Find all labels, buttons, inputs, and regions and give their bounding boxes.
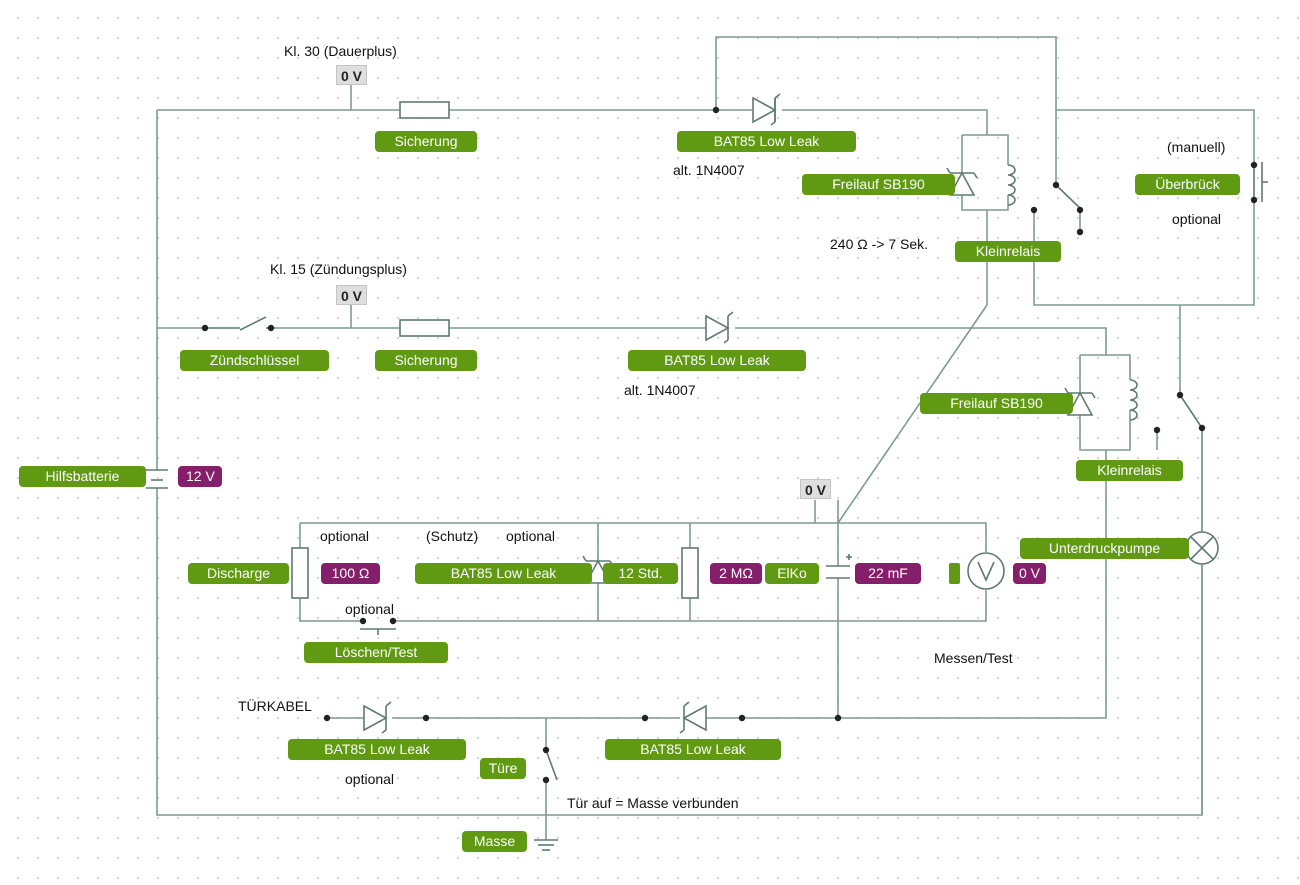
voltmeter-label[interactable]	[949, 563, 960, 584]
elko-label[interactable]: ElKo	[765, 563, 819, 584]
ground-label[interactable]: Masse	[462, 831, 527, 852]
discharge-label[interactable]: Discharge	[188, 563, 289, 584]
door-switch-label[interactable]: Türe	[480, 758, 526, 779]
relay-time-text: 240 Ω -> 7 Sek.	[830, 236, 929, 252]
pump-lamp-icon	[1185, 531, 1219, 565]
ground-icon	[534, 839, 558, 851]
ignition-key-label[interactable]: Zündschlüssel	[180, 350, 329, 371]
freewheel-diode-top-icon	[946, 167, 978, 196]
relay-switch-top-icon	[1055, 184, 1083, 211]
capacitor-voltage-probe[interactable]: 0 V	[800, 479, 832, 499]
optional-1-text: optional	[320, 528, 370, 544]
pump-label[interactable]: Unterdruckpumpe	[1020, 538, 1189, 559]
diode-top-icon	[752, 93, 781, 126]
discharge-resistor-value[interactable]: 100 Ω	[321, 563, 380, 584]
relay-switch-mid-icon	[1179, 394, 1203, 429]
door-open-text: Tür auf = Masse verbunden	[567, 795, 739, 811]
time-label[interactable]: 12 Std.	[603, 563, 678, 584]
relay-coil-top-icon	[1007, 164, 1016, 206]
wires	[156, 36, 1255, 840]
fuse-ignition	[399, 319, 450, 337]
relay-mid-label[interactable]: Kleinrelais	[1076, 460, 1183, 481]
kl15-title: Kl. 15 (Zündungsplus)	[270, 261, 407, 277]
diode-door-1-icon	[363, 701, 392, 734]
bypass-pushbutton-icon	[1253, 162, 1268, 202]
messen-text: Messen/Test	[934, 650, 1013, 666]
diode-door-1-label[interactable]: BAT85 Low Leak	[288, 739, 466, 760]
freewheel-top-label[interactable]: Freilauf SB190	[802, 174, 955, 195]
door-switch-icon	[545, 749, 558, 781]
resistor-2m	[681, 547, 699, 599]
fuse-top-label[interactable]: Sicherung	[375, 131, 477, 152]
alt-top-text: alt. 1N4007	[673, 162, 745, 178]
alt-mid-text: alt. 1N4007	[624, 382, 696, 398]
diode-door-2-label[interactable]: BAT85 Low Leak	[605, 739, 781, 760]
fuse-ignition-label[interactable]: Sicherung	[375, 350, 477, 371]
freewheel-mid-label[interactable]: Freilauf SB190	[920, 393, 1073, 414]
diode-ignition-icon	[705, 311, 734, 344]
junction-nodes	[201, 106, 1258, 784]
battery-icon	[146, 469, 168, 489]
capacitor-value[interactable]: 22 mF	[855, 563, 921, 584]
test-button-label[interactable]: Löschen/Test	[304, 642, 448, 663]
optional-3-text: optional	[345, 601, 395, 617]
voltmeter-icon	[967, 552, 1005, 590]
relay-top-label[interactable]: Kleinrelais	[955, 241, 1061, 262]
resistor-2m-value[interactable]: 2 MΩ	[710, 563, 762, 584]
battery-voltage-value[interactable]: 12 V	[178, 466, 222, 487]
bypass-label[interactable]: Überbrück	[1135, 174, 1240, 195]
kl15-voltage-probe[interactable]: 0 V	[336, 285, 368, 305]
tuerkabel-text: TÜRKABEL	[238, 698, 312, 714]
diode-door-2-icon	[679, 701, 707, 734]
freewheel-diode-mid-icon	[1064, 387, 1096, 416]
schutz-text: (Schutz)	[426, 528, 479, 544]
diode-top-label[interactable]: BAT85 Low Leak	[677, 131, 856, 152]
electrolytic-capacitor-icon	[826, 554, 852, 579]
fuse-top	[399, 101, 450, 119]
optional-2-text: optional	[506, 528, 556, 544]
schutz-diode-label[interactable]: BAT85 Low Leak	[415, 563, 592, 584]
ignition-key-switch-icon	[205, 316, 271, 331]
test-pushbutton-icon	[360, 628, 396, 635]
diode-ignition-label[interactable]: BAT85 Low Leak	[628, 350, 806, 371]
optional-door-text: optional	[345, 771, 395, 787]
battery-label[interactable]: Hilfsbatterie	[19, 466, 146, 487]
kl30-title: Kl. 30 (Dauerplus)	[284, 43, 397, 59]
manuell-text: (manuell)	[1167, 139, 1226, 155]
relay-coil-mid-icon	[1129, 379, 1138, 421]
voltmeter-value[interactable]: 0 V	[1013, 563, 1046, 584]
kl30-voltage-probe[interactable]: 0 V	[336, 65, 368, 85]
optional-top-text: optional	[1172, 211, 1222, 227]
resistor-discharge	[291, 547, 309, 599]
